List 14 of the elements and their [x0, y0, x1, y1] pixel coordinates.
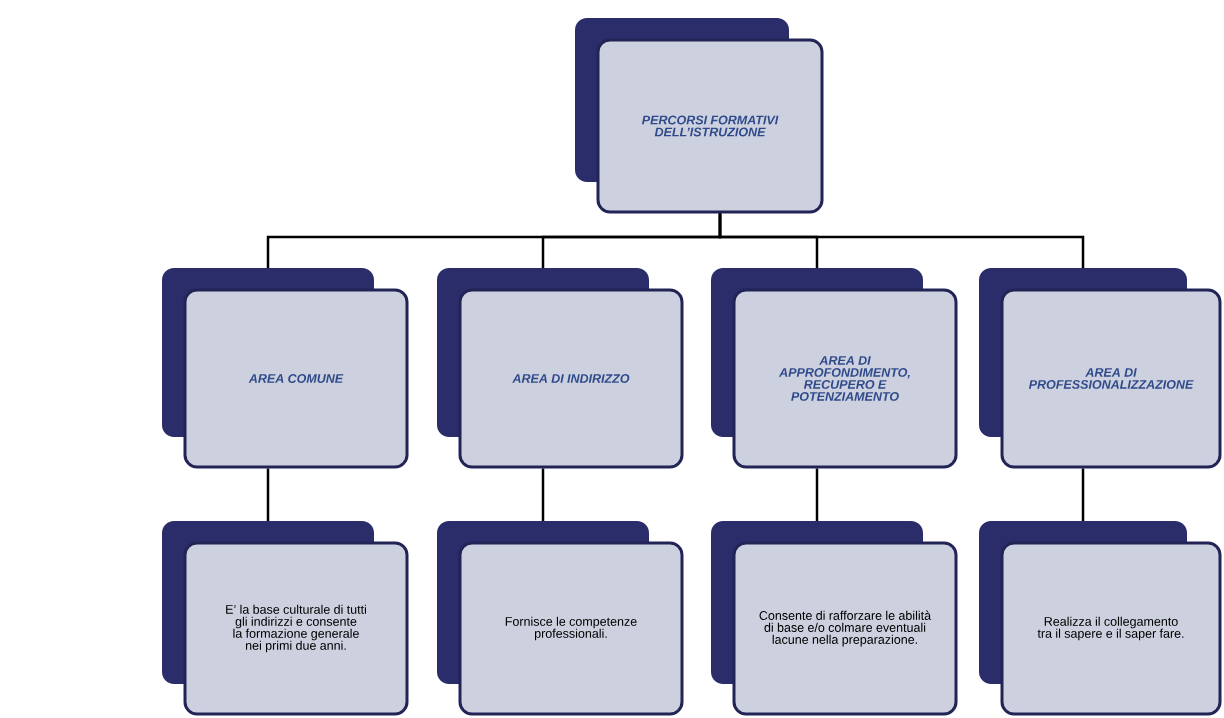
description-box: Consente di rafforzare le abilità di base e/o colmare eventuali lacune nella preparazione. — [711, 521, 958, 716]
connector-line — [1081, 468, 1085, 521]
area-box: AREA DI INDIRIZZO — [437, 268, 684, 469]
connector-line — [266, 468, 270, 521]
area-box: AREA COMUNE — [162, 268, 409, 469]
area-box: AREA DI PROFESSIONALIZZAZIONE — [979, 268, 1222, 469]
connector-line — [815, 468, 819, 521]
description-box: Realizza il collegamento tra il sapere e il saper fare. — [979, 521, 1222, 716]
connector-line — [541, 468, 545, 521]
area-box: AREA DI APPROFONDIMENTO, RECUPERO E POTENZIAMENTO — [711, 268, 958, 469]
title-box: PERCORSI FORMATIVI DELL’ISTRUZIONE — [575, 18, 824, 214]
description-box: E’ la base culturale di tutti gli indirizzi e consente la formazione generale nei primi due anni. — [162, 521, 409, 716]
description-box: Fornisce le competenze professionali. — [437, 521, 684, 716]
connector-line — [718, 213, 1085, 268]
